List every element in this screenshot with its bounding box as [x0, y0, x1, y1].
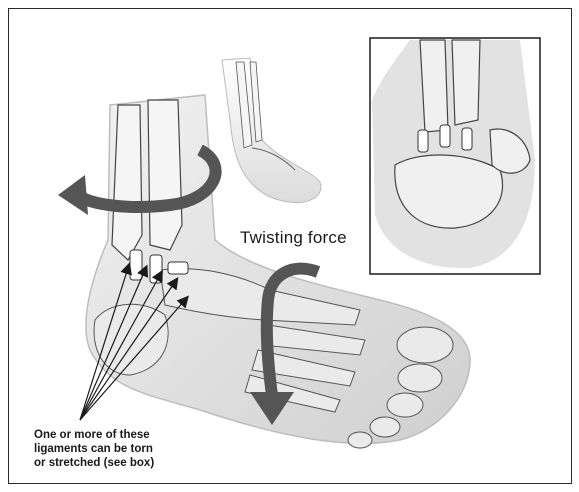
- small-foot-figure: [222, 58, 321, 203]
- inset-detail-box: [370, 38, 540, 274]
- ligament-note: One or more of these ligaments can be to…: [34, 428, 204, 470]
- ligament-note-line-1: One or more of these: [34, 428, 204, 442]
- twisting-force-label: Twisting force: [240, 228, 347, 248]
- ligament-note-line-3: or stretched (see box): [34, 456, 204, 470]
- ligament-note-line-2: ligaments can be torn: [34, 442, 204, 456]
